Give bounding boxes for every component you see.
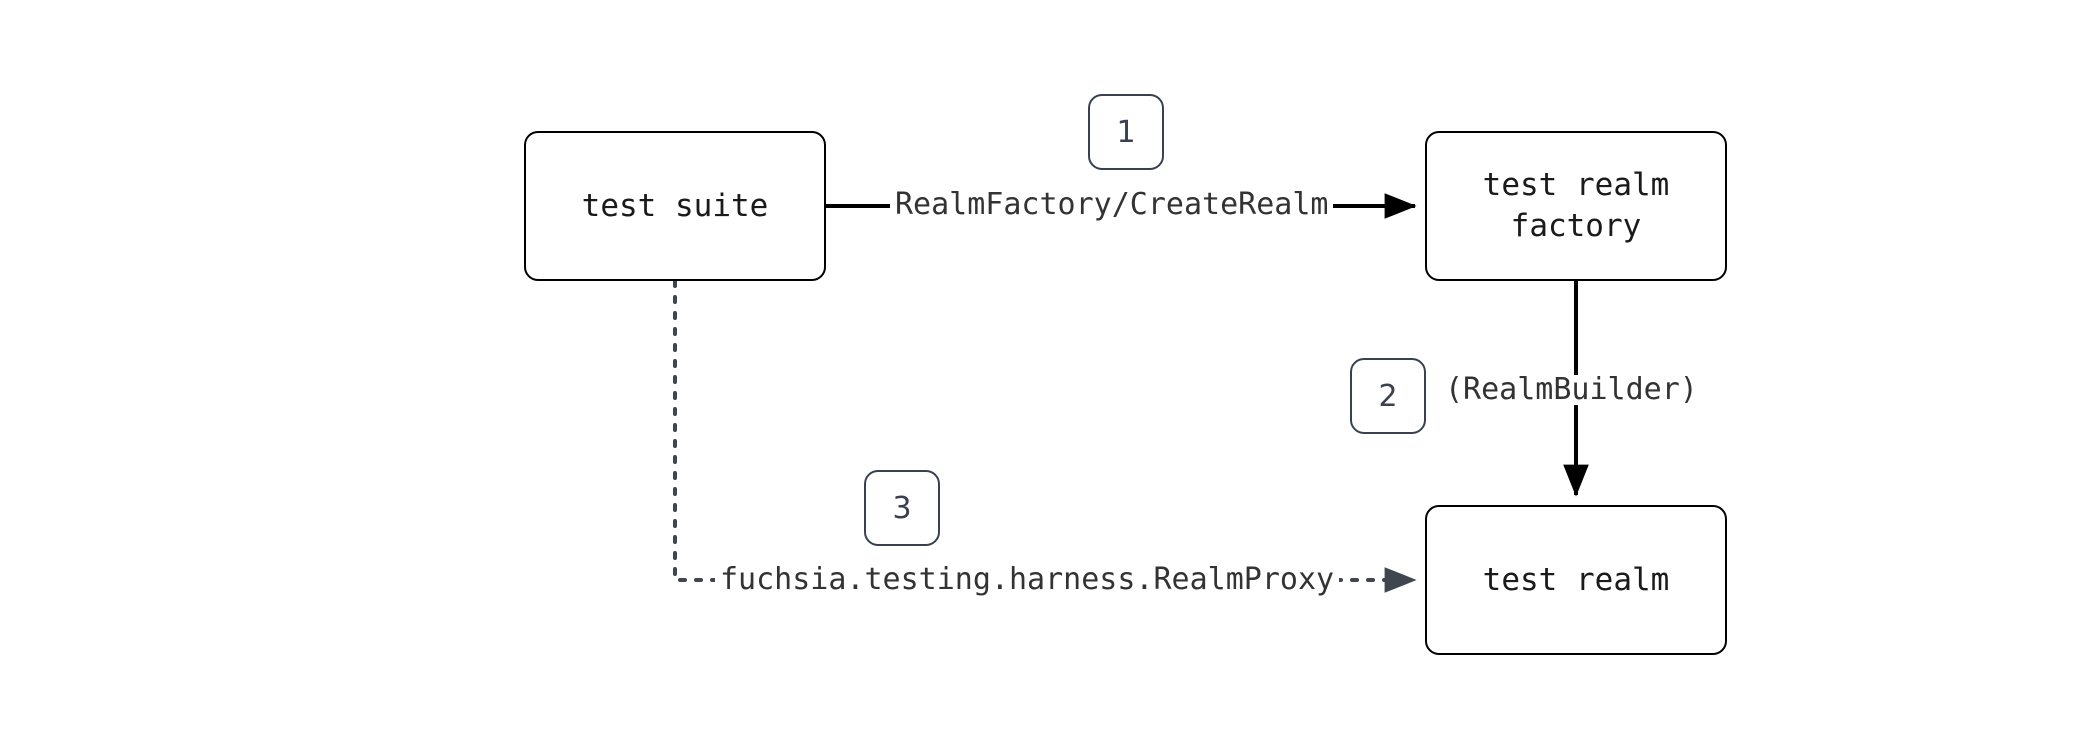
edge-label-realm-proxy: fuchsia.testing.harness.RealmProxy <box>715 565 1340 595</box>
node-test-realm[interactable]: test realm <box>1425 505 1727 655</box>
step-badge-2-label: 2 <box>1378 378 1398 414</box>
edge-label-realm-builder: (RealmBuilder) <box>1440 375 1703 405</box>
step-badge-3: 3 <box>864 470 940 546</box>
step-badge-3-label: 3 <box>892 490 912 526</box>
node-test-suite[interactable]: test suite <box>524 131 826 281</box>
node-test-realm-factory-label: test realm factory <box>1482 167 1670 244</box>
edge-label-create-realm: RealmFactory/CreateRealm <box>890 190 1334 220</box>
step-badge-1-label: 1 <box>1116 114 1136 150</box>
node-test-realm-factory[interactable]: test realm factory <box>1425 131 1727 281</box>
step-badge-2: 2 <box>1350 358 1426 434</box>
node-test-suite-label: test suite <box>581 187 769 224</box>
step-badge-1: 1 <box>1088 94 1164 170</box>
edge-realm-proxy <box>673 279 1417 593</box>
node-test-realm-label: test realm <box>1482 561 1670 598</box>
